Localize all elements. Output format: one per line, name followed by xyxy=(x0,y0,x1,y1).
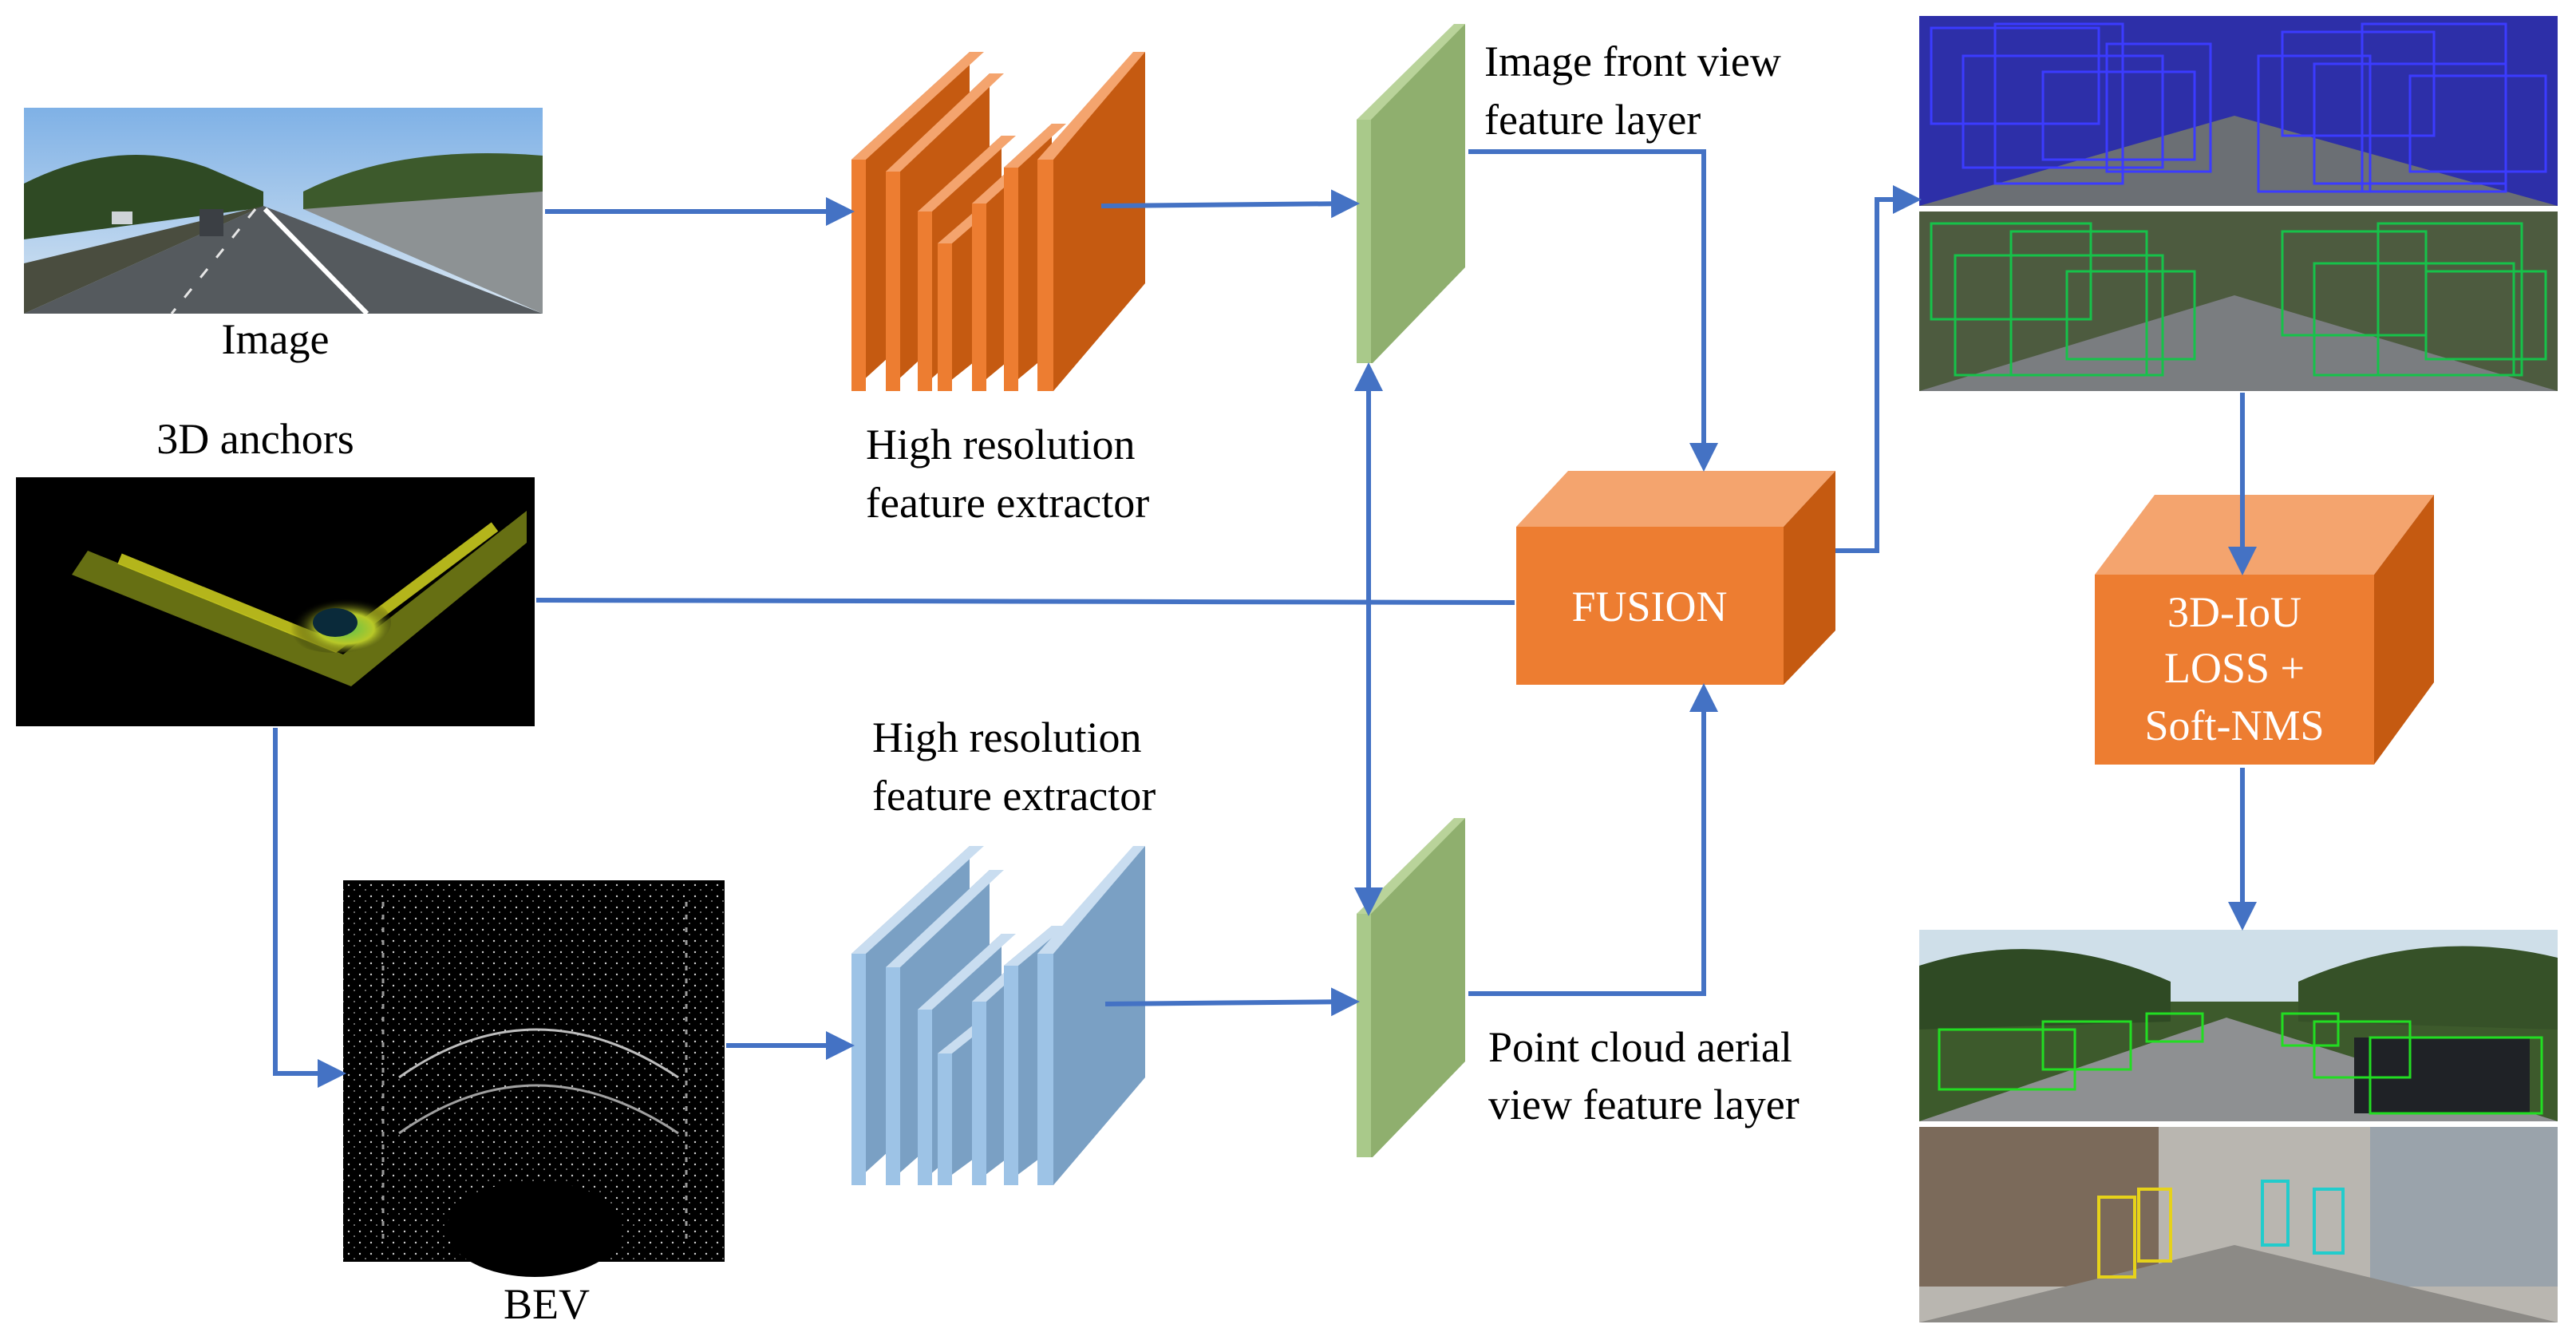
label-loss-3: Soft-NMS xyxy=(2144,702,2324,749)
label-aerial-view-1: Point cloud aerial xyxy=(1488,1023,1792,1071)
front-view-feature-layer xyxy=(1357,24,1465,363)
aerial-view-feature-layer xyxy=(1357,818,1465,1157)
proposal-boxes-image xyxy=(1919,16,2558,206)
label-fusion: FUSION xyxy=(1571,583,1727,630)
label-loss-2: LOSS + xyxy=(2164,644,2305,692)
label-image: Image xyxy=(222,315,330,363)
pedestrian-cyclist-detection-image xyxy=(1919,1127,2558,1322)
arrow-front-layer-to-fusion xyxy=(1468,149,1718,472)
label-front-view-1: Image front view xyxy=(1484,38,1781,85)
label-loss-1: 3D-IoU xyxy=(2167,588,2301,636)
label-front-view-2: feature layer xyxy=(1484,96,1701,144)
label-extractor-bottom-1: High resolution xyxy=(872,713,1141,761)
label-extractor-top-2: feature extractor xyxy=(866,479,1149,527)
feature-extractor-image-branch xyxy=(851,52,1145,391)
input-camera-image xyxy=(24,108,543,316)
connections xyxy=(273,149,2257,1088)
label-aerial-view-2: view feature layer xyxy=(1488,1081,1800,1129)
label-extractor-bottom-2: feature extractor xyxy=(872,772,1156,820)
fusion-block xyxy=(1516,471,1835,685)
anchor-boxes-image xyxy=(1919,211,2558,391)
lidar-anchors-image xyxy=(16,477,535,726)
arrow-anchors-to-bev xyxy=(273,728,346,1088)
bev-image xyxy=(343,880,725,1277)
loss-block xyxy=(2095,495,2434,765)
label-3d-anchors: 3D anchors xyxy=(156,415,354,463)
arrow-extractor-to-aerial-layer xyxy=(1104,987,1360,1017)
arrow-fusion-to-proposals xyxy=(1835,185,1922,553)
arrow-anchors-to-fusion xyxy=(535,598,1515,605)
car-detection-image xyxy=(1919,930,2558,1121)
arrow-aerial-layer-to-fusion xyxy=(1468,683,1718,996)
label-bev: BEV xyxy=(504,1280,590,1328)
feature-extractor-bev-branch xyxy=(851,846,1145,1185)
label-extractor-top-1: High resolution xyxy=(866,421,1135,468)
arrow-extractor-to-front-layer xyxy=(1100,189,1360,219)
